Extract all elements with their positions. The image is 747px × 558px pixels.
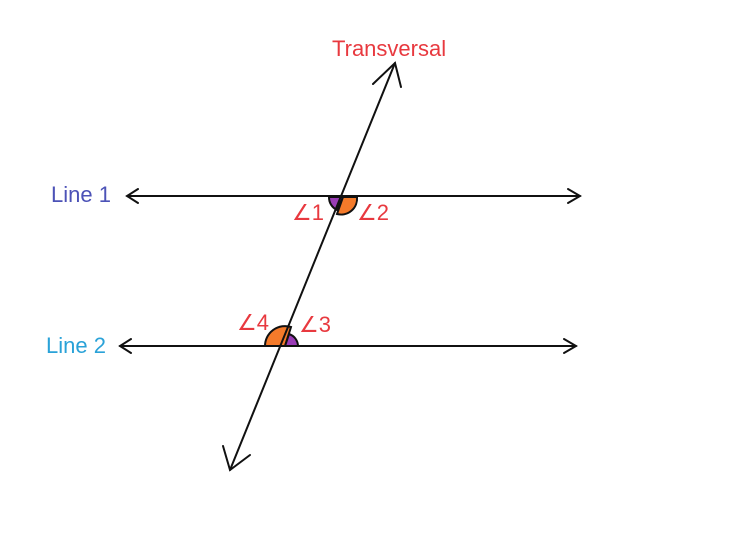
angle-2-label: ∠2: [357, 200, 389, 225]
line-2-left-arrowhead: [118, 338, 132, 354]
line-2-label: Line 2: [46, 333, 106, 358]
line-1-left-arrowhead: [125, 188, 139, 204]
transversal-bottom-arrowhead: [222, 445, 251, 472]
line-2: [118, 338, 578, 354]
transversal-line: [222, 61, 402, 472]
transversal-top-arrowhead: [372, 61, 402, 88]
line-1-label: Line 1: [51, 182, 111, 207]
transversal-label: Transversal: [332, 36, 446, 61]
angle-markers: [263, 196, 359, 347]
angle-2-marker: [335, 196, 359, 216]
angle-4-marker: [263, 325, 293, 347]
line-1-right-arrowhead: [567, 188, 582, 204]
line-1: [125, 188, 582, 204]
line-2-right-arrowhead: [563, 338, 578, 354]
angle-4-label: ∠4: [237, 310, 269, 335]
angle-1-label: ∠1: [292, 200, 324, 225]
angle-3-label: ∠3: [299, 312, 331, 337]
